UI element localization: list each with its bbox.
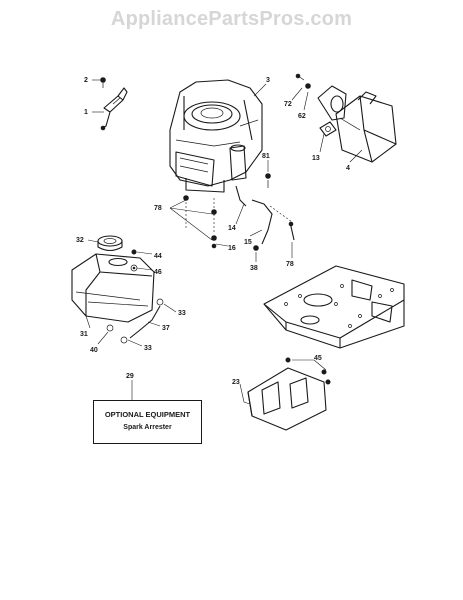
callout-62: 62 (298, 113, 306, 120)
engine-part (169, 79, 263, 193)
callout-32: 32 (76, 237, 84, 244)
fuel-line-part (235, 185, 295, 251)
callout-31: 31 (80, 331, 88, 338)
callout-38: 38 (250, 265, 258, 272)
fuel-hose-part (106, 298, 164, 344)
optional-equipment-box: OPTIONAL EQUIPMENT Spark Arrester (93, 400, 202, 444)
callout-33-lower: 33 (144, 345, 152, 352)
exhaust-pipe-part (317, 85, 347, 121)
nut-part (295, 73, 311, 89)
callout-33-upper: 33 (178, 310, 186, 317)
callout-78-upper: 78 (154, 205, 162, 212)
leader-lines (85, 79, 363, 405)
callout-40: 40 (90, 347, 98, 354)
callout-labels: 2 1 3 72 62 13 4 81 78 14 15 16 38 78 32… (76, 77, 350, 386)
fuel-tank-part (71, 253, 155, 323)
callout-1: 1 (84, 109, 88, 116)
callout-46: 46 (154, 269, 162, 276)
callout-81: 81 (262, 153, 270, 160)
optional-equipment-title: OPTIONAL EQUIPMENT (104, 410, 191, 419)
throttle-control-part (100, 87, 128, 131)
callout-23: 23 (232, 379, 240, 386)
bolt-part (183, 173, 271, 249)
mounting-plate-part (263, 265, 405, 349)
callout-78-lower: 78 (286, 261, 294, 268)
callout-15: 15 (244, 239, 252, 246)
callout-2: 2 (84, 77, 88, 84)
screw-part (100, 77, 106, 88)
grommet-part (130, 249, 138, 272)
callout-3: 3 (266, 77, 270, 84)
fuel-cap-part (97, 235, 123, 252)
spark-arrester-label: Spark Arrester (123, 424, 172, 431)
callout-37: 37 (162, 325, 170, 332)
callout-13: 13 (312, 155, 320, 162)
callout-72: 72 (284, 101, 292, 108)
muffler-part (335, 91, 397, 163)
callout-16: 16 (228, 245, 236, 252)
watermark: AppliancePartsPros.com (110, 8, 353, 30)
callout-45: 45 (314, 355, 322, 362)
gasket-part (319, 121, 337, 137)
callout-44: 44 (154, 253, 162, 260)
heat-shield-part (247, 357, 331, 431)
callout-14: 14 (228, 225, 236, 232)
callout-29: 29 (126, 373, 134, 380)
callout-4: 4 (346, 165, 350, 172)
